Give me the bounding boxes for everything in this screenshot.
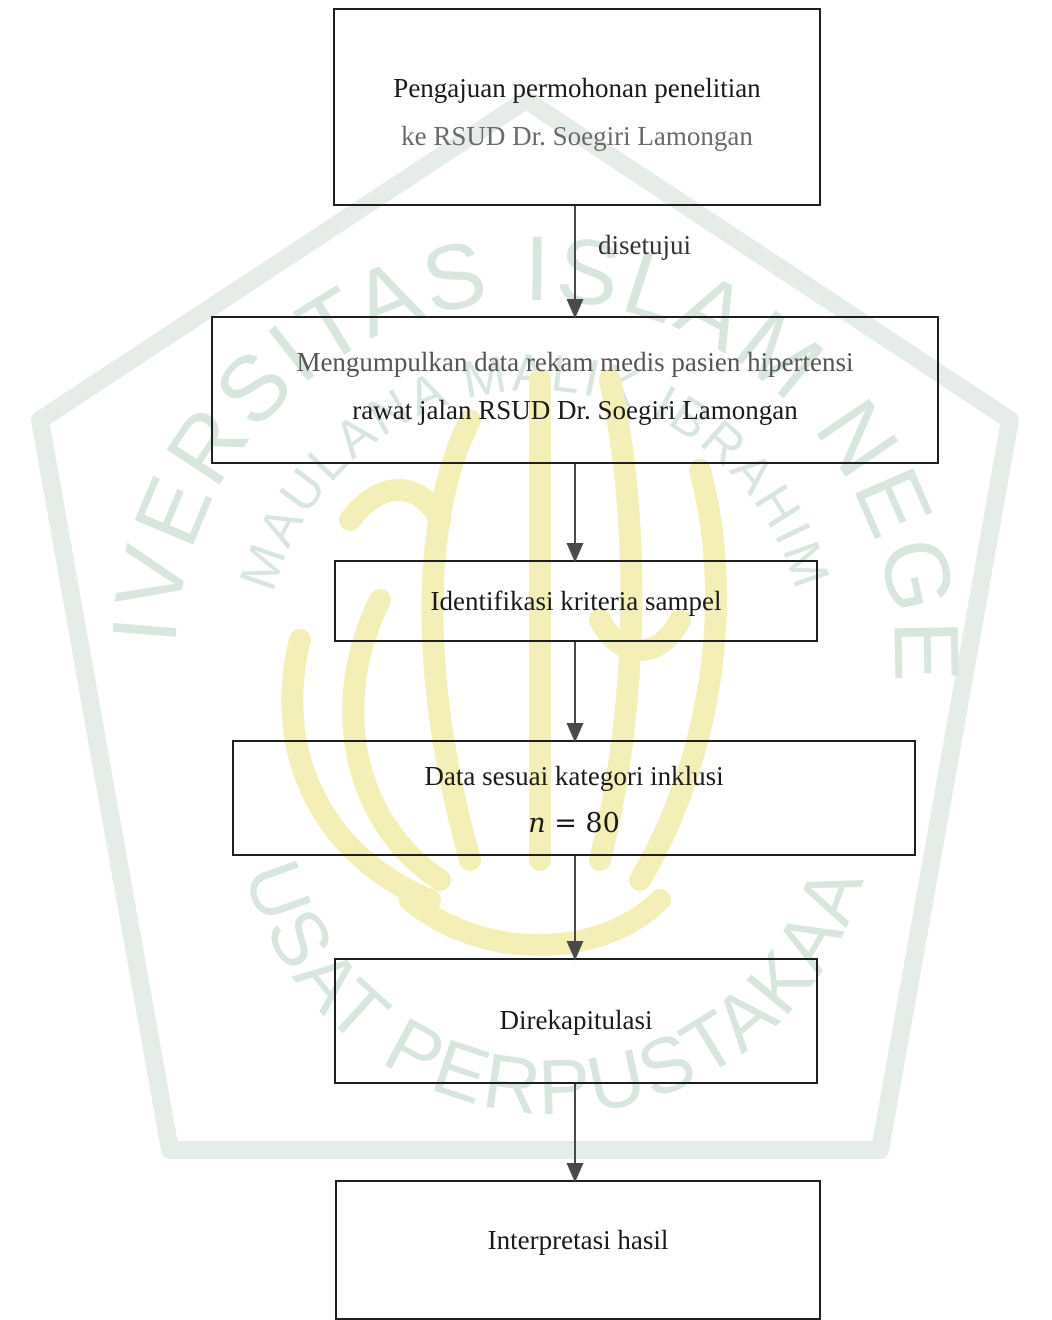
step-interpretation-line1: Interpretasi hasil (487, 1225, 669, 1255)
arrowhead-icon (566, 543, 584, 563)
sample-size-value: = 80 (554, 808, 620, 839)
step-submission-line1: Pengajuan permohonan penelitian (393, 73, 761, 103)
edge-label-approved: disetujui (598, 230, 691, 260)
arrowhead-icon (566, 299, 584, 319)
step-identify-line1: Identifikasi kriteria sampel (430, 586, 722, 616)
step-identify-criteria: Identifikasi kriteria sampel (334, 560, 818, 642)
step-submission: Pengajuan permohonan penelitian ke RSUD … (333, 8, 821, 206)
arrowhead-icon (566, 1163, 584, 1183)
sample-size-variable: n (528, 808, 546, 839)
step-collect-line2: rawat jalan RSUD Dr. Soegiri Lamongan (352, 395, 798, 425)
step-collect-line1: Mengumpulkan data rekam medis pasien hip… (296, 347, 854, 377)
step-collect-records: Mengumpulkan data rekam medis pasien hip… (211, 316, 939, 464)
watermark-pentagon-outline (31, 91, 1019, 1159)
step-recap-line1: Direkapitulasi (499, 1005, 653, 1035)
sample-size-formula: n = 80 (234, 800, 914, 848)
step-inclusion-line1: Data sesuai kategori inklusi (424, 761, 724, 791)
step-recap: Direkapitulasi (334, 958, 818, 1084)
arrowhead-icon (566, 723, 584, 743)
arrowhead-icon (566, 941, 584, 961)
watermark-calligraphy-emblem (281, 369, 728, 956)
step-submission-line2: ke RSUD Dr. Soegiri Lamongan (401, 121, 753, 151)
step-inclusion-data: Data sesuai kategori inklusi n = 80 (232, 740, 916, 856)
